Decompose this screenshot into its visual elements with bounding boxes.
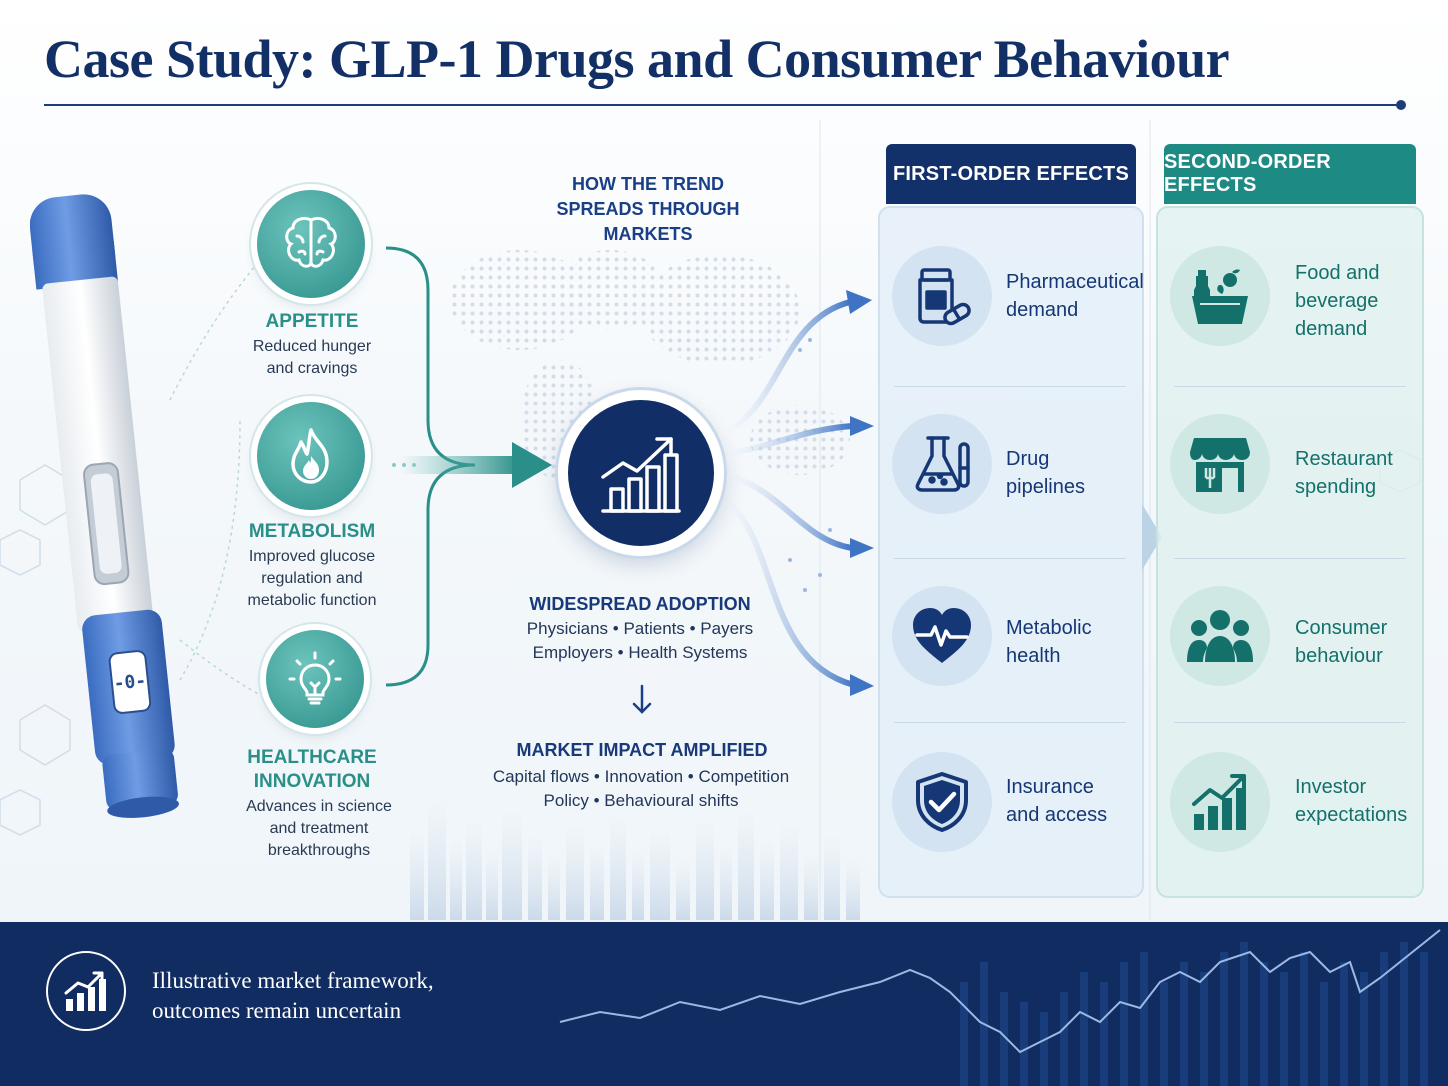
adoption-hub (558, 390, 724, 556)
heart-pulse-icon (913, 608, 971, 663)
innovation-desc-3: breakthroughs (267, 842, 371, 859)
row-divider (894, 386, 1126, 387)
innovation-title-2: INNOVATION (253, 771, 371, 792)
row-divider (894, 558, 1126, 559)
food-beverage-line-1: Food and (1295, 262, 1380, 284)
row-divider (1174, 558, 1406, 559)
panel-connector-chevron (1142, 504, 1162, 570)
food-beverage-line-2: beverage (1295, 290, 1379, 312)
consumer-behaviour-line-1: Consumer (1295, 617, 1388, 639)
people-icon (1187, 610, 1253, 662)
innovation-circle (266, 630, 364, 728)
flask-icon (915, 436, 970, 492)
footer-market-chart (559, 929, 1441, 1086)
chart-growth-icon (64, 971, 106, 1011)
city-skyline (410, 800, 860, 920)
row-divider (894, 722, 1126, 723)
insurance-access-line-2: and access (1006, 804, 1108, 826)
appetite-circle (257, 190, 365, 298)
shield-check-icon (916, 772, 968, 832)
metabolism-desc-3: metabolic function (247, 592, 377, 609)
drug-pipelines-circle (892, 414, 992, 514)
metabolic-health-circle (892, 586, 992, 686)
consumer-behaviour-line-2: behaviour (1295, 645, 1383, 667)
footer-note-line-2: outcomes remain uncertain (152, 998, 402, 1023)
trend-label-2: SPREADS THROUGH MARKETS (556, 199, 740, 244)
innovation-desc-1: Advances in science (246, 798, 392, 815)
lightbulb-icon (288, 651, 342, 705)
flame-icon (291, 428, 329, 484)
adoption-title: WIDESPREAD ADOPTION (529, 594, 751, 614)
consumer-behaviour-circle (1170, 586, 1270, 686)
food-beverage-line-3: demand (1295, 318, 1368, 340)
row-divider (1174, 386, 1406, 387)
impact-line-1: Capital flows • Innovation • Competition (492, 767, 790, 786)
pharma-demand-line-1: Pharmaceutical (1006, 271, 1144, 293)
title-divider (44, 104, 1400, 106)
injection-pen-illustration: -0- (30, 194, 179, 818)
title-divider-dot (1396, 100, 1406, 110)
drug-pipelines-line-2: pipelines (1006, 476, 1085, 498)
row-divider (1174, 722, 1406, 723)
pen-dial: -0- (113, 670, 148, 694)
restaurant-spending-line-1: Restaurant (1295, 448, 1393, 470)
pill-bottle-icon (918, 268, 971, 326)
pharma-demand-line-2: demand (1006, 299, 1079, 321)
innovation-desc-2: and treatment (269, 820, 369, 837)
metabolic-health-line-1: Metabolic (1006, 617, 1092, 639)
flow-connectors (385, 246, 874, 696)
metabolism-circle (257, 402, 365, 510)
insurance-access-line-1: Insurance (1006, 776, 1094, 798)
impact-line-2: Policy • Behavioural shifts (543, 791, 739, 810)
background-decoration (0, 120, 1421, 920)
footer-band (0, 922, 1448, 1086)
metabolism-desc-1: Improved glucose (248, 548, 376, 565)
food-beverage-circle (1170, 246, 1270, 346)
grocery-basket-icon (1192, 269, 1248, 324)
page-title: Case Study: GLP-1 Drugs and Consumer Beh… (44, 29, 1230, 89)
restaurant-spending-circle (1170, 414, 1270, 514)
storefront-icon (1190, 438, 1250, 492)
footer-note-line-1: Illustrative market framework, (152, 968, 434, 993)
appetite-desc-2: and cravings (266, 360, 358, 377)
restaurant-spending-line-2: spending (1295, 476, 1377, 498)
impact-title: MARKET IMPACT AMPLIFIED (516, 740, 768, 760)
first-order-header: FIRST-ORDER EFFECTS (886, 144, 1136, 204)
down-arrow-icon (632, 684, 652, 714)
brain-icon (285, 216, 337, 268)
trend-label-1: HOW THE TREND (572, 174, 724, 194)
insurance-access-circle (892, 752, 992, 852)
metabolism-title: METABOLISM (248, 521, 376, 542)
world-map-dots (450, 250, 850, 480)
innovation-title-1: HEALTHCARE (247, 747, 377, 768)
metabolic-health-line-2: health (1006, 645, 1061, 667)
investor-expectations-line-2: expectations (1295, 804, 1408, 826)
growth-chart-icon (601, 437, 681, 513)
adoption-line-1: Physicians • Patients • Payers (526, 619, 754, 638)
appetite-title: APPETITE (265, 311, 359, 332)
second-order-header: SECOND-ORDER EFFECTS (1164, 144, 1416, 204)
investor-expectations-line-1: Investor (1295, 776, 1367, 798)
adoption-line-2: Employers • Health Systems (532, 643, 748, 662)
appetite-desc-1: Reduced hunger (252, 338, 372, 355)
metabolism-desc-2: regulation and (261, 570, 363, 587)
drug-pipelines-line-1: Drug (1006, 448, 1050, 470)
rising-bars-icon (1192, 774, 1246, 830)
investor-expectations-circle (1170, 752, 1270, 852)
pharma-demand-circle (892, 246, 992, 346)
footer-note: Illustrative market framework, outcomes … (152, 966, 434, 1026)
footer-icon-circle (46, 951, 126, 1031)
